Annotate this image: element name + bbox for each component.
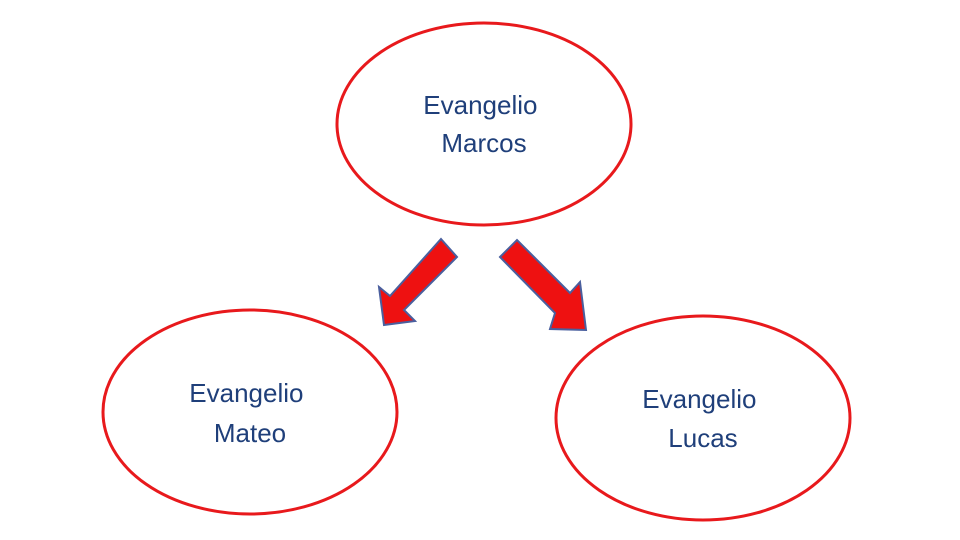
node-marcos: Evangelio Marcos bbox=[335, 21, 633, 227]
node-mateo-line2: Mateo bbox=[214, 418, 286, 448]
arrow-marcos-to-lucas bbox=[498, 238, 588, 332]
node-lucas-ellipse bbox=[554, 314, 852, 522]
node-mateo-line1: Evangelio bbox=[189, 378, 303, 408]
node-marcos-ellipse bbox=[335, 21, 633, 227]
node-marcos-line1: Evangelio bbox=[423, 90, 537, 120]
svg-text:Evangelio Lucas: Evangelio Lucas bbox=[642, 384, 763, 453]
node-mateo-ellipse bbox=[101, 308, 399, 516]
svg-text:Evangelio Marcos: Evangelio Marcos bbox=[423, 90, 544, 158]
node-lucas-line1: Evangelio bbox=[642, 384, 756, 414]
arrow-marcos-to-mateo bbox=[377, 237, 459, 327]
node-lucas: Evangelio Lucas bbox=[554, 314, 852, 522]
node-lucas-line2: Lucas bbox=[668, 423, 737, 453]
svg-text:Evangelio Mateo: Evangelio Mateo bbox=[189, 378, 310, 448]
node-mateo: Evangelio Mateo bbox=[101, 308, 399, 516]
node-marcos-line2: Marcos bbox=[441, 128, 526, 158]
